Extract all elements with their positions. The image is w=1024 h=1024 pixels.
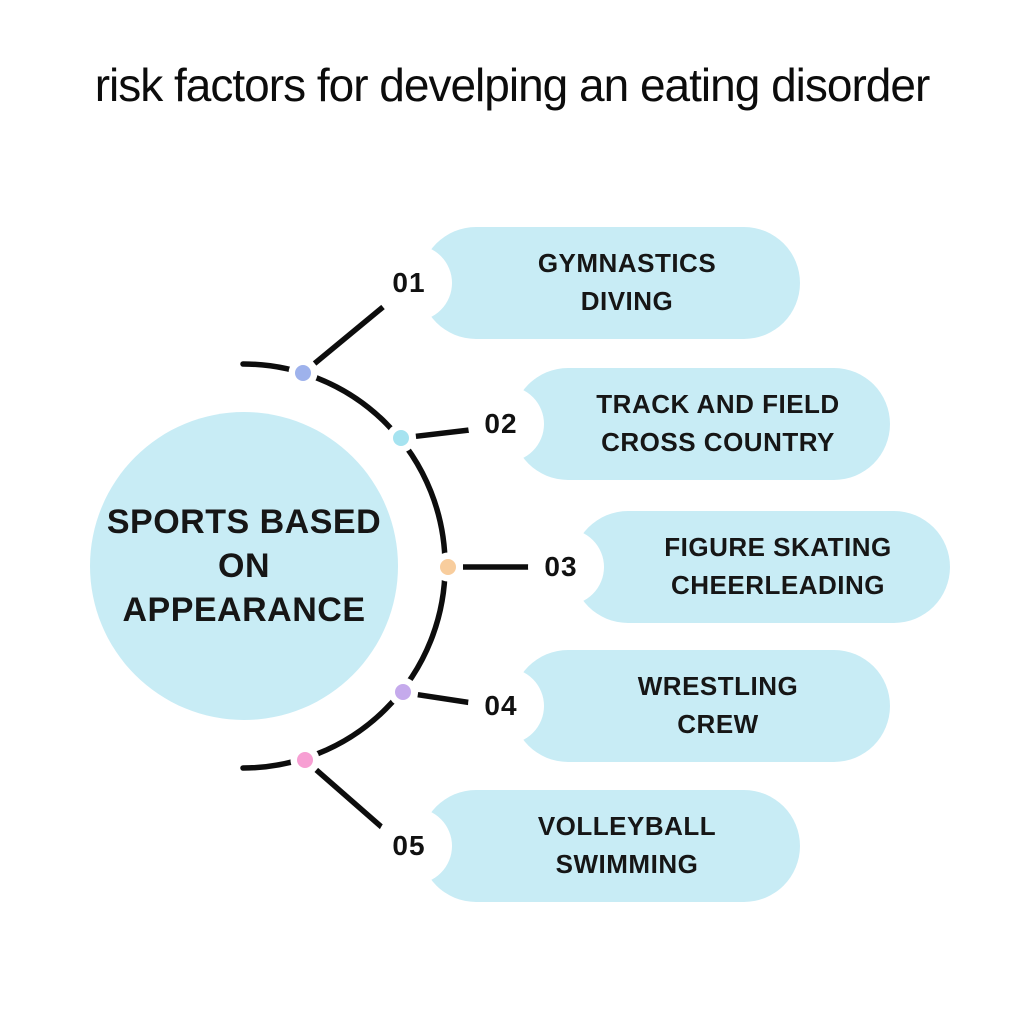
connector-line-1 (312, 304, 385, 366)
item-label: VOLLEYBALL SWIMMING (420, 790, 800, 902)
item-label-line: WRESTLING (637, 671, 799, 702)
item-number-notch: 01 (376, 245, 452, 321)
item-number: 02 (484, 408, 518, 439)
central-node: SPORTS BASED ON APPEARANCE (90, 412, 398, 720)
item-number: 01 (392, 267, 426, 298)
central-node-line: SPORTS BASED (106, 502, 382, 541)
central-node-line: ON (218, 546, 270, 585)
item-number-notch: 03 (528, 529, 604, 605)
item-number-notch: 04 (468, 668, 544, 744)
connector-line-2 (415, 426, 479, 440)
item-number: 05 (392, 830, 426, 861)
item-label: TRACK AND FIELD CROSS COUNTRY (512, 368, 890, 480)
item-pill-3: 03 FIGURE SKATING CHEERLEADING (528, 511, 950, 623)
item-label-line: DIVING (580, 286, 674, 316)
item-label-line: GYMNASTICS (537, 248, 717, 279)
item-label: FIGURE SKATING CHEERLEADING (572, 511, 950, 623)
item-label: GYMNASTICS DIVING (420, 227, 800, 339)
connector-dot-1 (295, 365, 311, 381)
item-pill-5: 05 VOLLEYBALL SWIMMING (376, 790, 800, 902)
connector-dot-3 (440, 559, 456, 575)
item-number: 04 (484, 690, 518, 721)
page-title: risk factors for develping an eating dis… (94, 59, 931, 111)
central-node-line: APPEARANCE (122, 591, 366, 630)
item-pill-1: 01 GYMNASTICS DIVING (376, 227, 800, 339)
item-number: 03 (544, 551, 578, 582)
connector-dot-4 (395, 684, 411, 700)
item-label: WRESTLING CREW (512, 650, 890, 762)
item-number-notch: 05 (376, 808, 452, 884)
item-number-notch: 02 (468, 386, 544, 462)
item-label-line: CROSS COUNTRY (601, 427, 835, 457)
connector-line-5 (314, 767, 387, 833)
item-label-line: VOLLEYBALL (537, 811, 717, 842)
connector-dot-5 (297, 752, 313, 768)
item-label-line: CHEERLEADING (670, 570, 885, 600)
item-pill-4: 04 WRESTLING CREW (468, 650, 890, 762)
item-label-line: FIGURE SKATING (664, 532, 892, 563)
item-label-line: TRACK AND FIELD (596, 389, 840, 420)
connector-dot-2 (393, 430, 409, 446)
item-pill-2: 02 TRACK AND FIELD CROSS COUNTRY (468, 368, 890, 480)
item-label-line: CREW (677, 709, 759, 739)
item-label-line: SWIMMING (555, 849, 699, 879)
